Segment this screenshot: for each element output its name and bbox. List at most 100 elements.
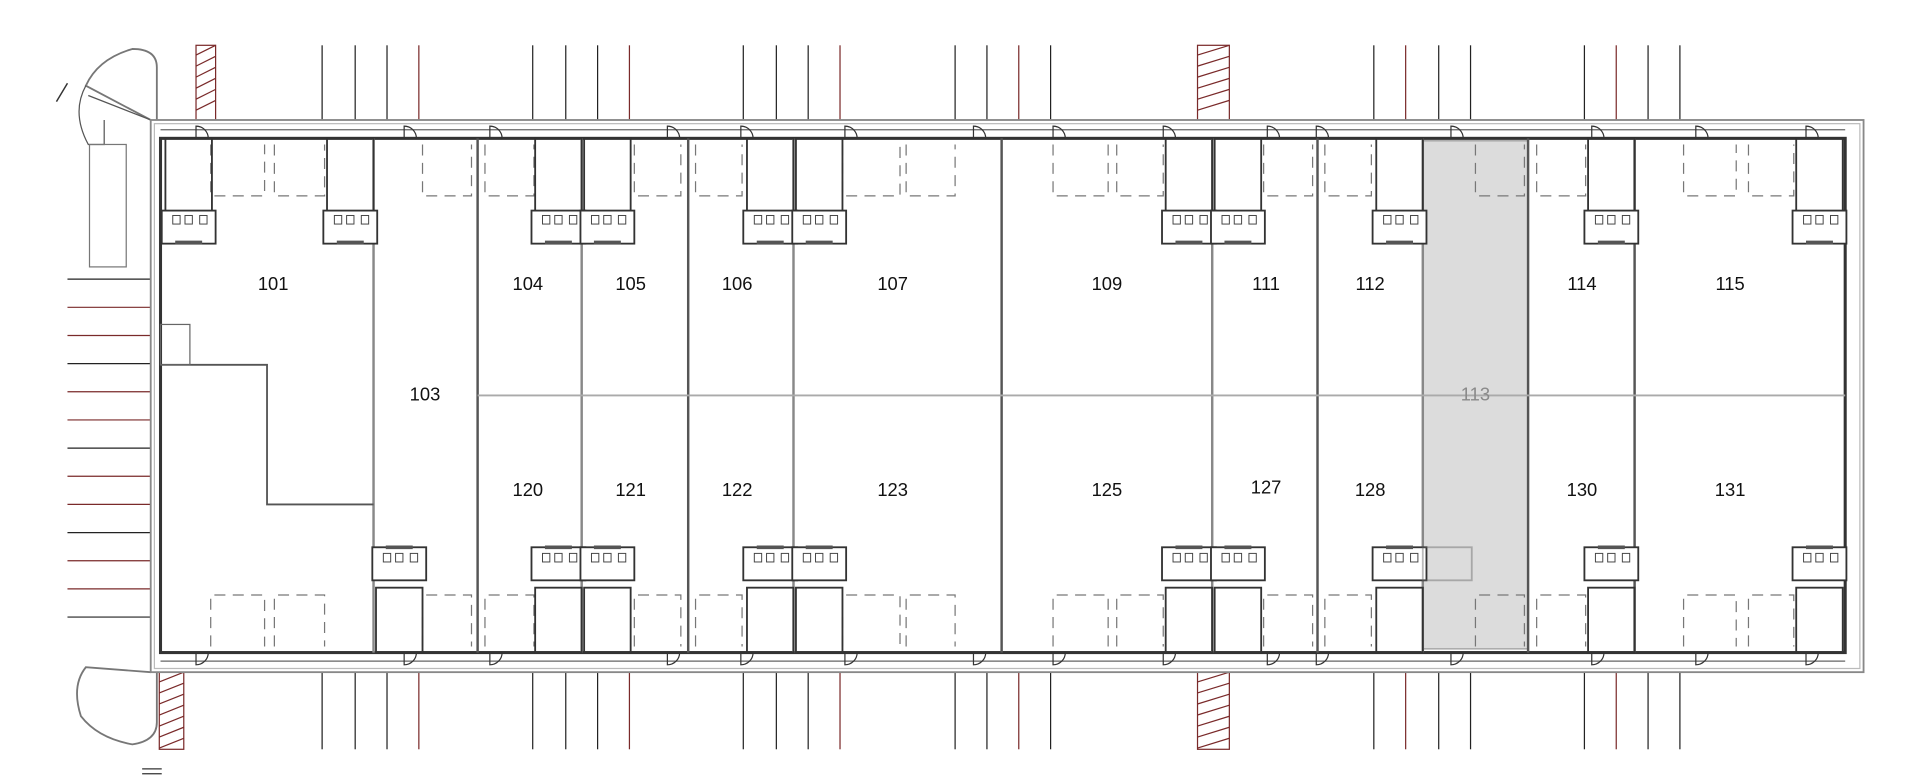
restroom [1421, 546, 1473, 582]
hatch-line [1197, 715, 1230, 727]
fixture-icon [780, 552, 790, 563]
restroom-core-north [322, 137, 379, 245]
unit-label-130[interactable]: 130 [1567, 479, 1598, 500]
fixture-icon [590, 552, 600, 563]
hatch-line [159, 693, 185, 705]
fixture-icon [199, 214, 208, 225]
hatch-line [159, 704, 185, 716]
bay-outline-north [210, 144, 266, 197]
unit-label-122[interactable]: 122 [722, 479, 753, 500]
unit-label-114[interactable]: 114 [1567, 273, 1596, 294]
north-west-vestibule [88, 143, 127, 268]
bay-outline-south [1682, 594, 1737, 647]
bay-outline-south [1324, 594, 1372, 647]
unit-label-111[interactable]: 111 [1252, 273, 1280, 294]
storage-room [795, 586, 844, 654]
unit-label-112[interactable]: 112 [1356, 273, 1385, 294]
fixture-icon [1621, 214, 1631, 225]
unit-label-128[interactable]: 128 [1355, 479, 1386, 500]
unit-label-113[interactable]: 113 [1461, 383, 1490, 404]
fixture-icon [554, 552, 563, 563]
fixture-icon [780, 214, 790, 225]
fixture-icon [815, 552, 824, 563]
hatch-line [1197, 693, 1230, 705]
bay-outline-north [1682, 144, 1737, 197]
bay-outline-south [1263, 594, 1314, 647]
door-north [1266, 125, 1281, 139]
fixture-icon [753, 214, 763, 225]
storage-room [1375, 586, 1424, 654]
fixture-icon [1815, 552, 1824, 563]
storage-room [1213, 586, 1263, 654]
storage-room [583, 586, 632, 654]
unit-label-115[interactable]: 115 [1715, 273, 1744, 294]
fixture-icon [1607, 552, 1616, 563]
bay-outline-north [694, 144, 743, 197]
hatch-line [159, 671, 185, 683]
hatch-line [195, 66, 216, 78]
hatch-line [1197, 44, 1230, 56]
hatch-line [195, 99, 216, 111]
door-south [195, 652, 209, 666]
fixture-icon [590, 214, 600, 225]
fixture-icon [1383, 552, 1392, 563]
bay-outline-south [1747, 594, 1795, 647]
hatch-line [1197, 682, 1230, 694]
unit-label-106[interactable]: 106 [722, 273, 753, 294]
restroom [1371, 546, 1428, 582]
storage-room [534, 586, 583, 654]
hatch-line [195, 88, 216, 100]
hatch-line [1197, 99, 1230, 111]
door-south [489, 652, 503, 666]
fixture-icon [1199, 552, 1208, 563]
door-north [844, 125, 858, 139]
unit-label-104[interactable]: 104 [512, 273, 543, 294]
fixture-icon [766, 214, 775, 225]
fixture-icon [1233, 552, 1243, 563]
bay-outline-north [421, 144, 473, 197]
unit-label-125[interactable]: 125 [1092, 479, 1123, 500]
storage-room [1164, 586, 1214, 654]
unit-label-123[interactable]: 123 [877, 479, 908, 500]
unit-label-109[interactable]: 109 [1092, 273, 1123, 294]
unit-label-121[interactable]: 121 [615, 479, 646, 500]
restroom-core-north [791, 137, 848, 245]
fixture-icon [1410, 214, 1419, 225]
restroom [530, 546, 587, 582]
fixture-icon [360, 214, 370, 225]
door-south [403, 652, 418, 666]
unit-label-120[interactable]: 120 [512, 479, 543, 500]
bay-outline-south [210, 594, 266, 647]
unit-label-101[interactable]: 101 [258, 273, 289, 294]
restroom-core-south [742, 545, 799, 654]
fixture-icon [184, 214, 193, 225]
bay-outline-south [633, 594, 682, 647]
fixture-icon [1184, 214, 1194, 225]
hatch-line [1197, 737, 1230, 749]
hatch-line [159, 737, 185, 749]
unit-label-131[interactable]: 131 [1715, 479, 1746, 500]
hatch-line [195, 55, 216, 67]
unit-label-105[interactable]: 105 [615, 273, 646, 294]
bay-outline-north [1536, 144, 1587, 197]
fixture-icon [395, 552, 404, 563]
fixture-icon [1383, 214, 1392, 225]
door-north [1315, 125, 1330, 139]
hatch-line [195, 44, 216, 56]
fixture-icon [1830, 214, 1839, 225]
parking-stripes [67, 44, 1681, 750]
unit-label-127[interactable]: 127 [1251, 476, 1282, 497]
fixture-icon [1410, 552, 1419, 563]
fixture-icon [1221, 552, 1230, 563]
unit-label-107[interactable]: 107 [877, 273, 908, 294]
door-south [1315, 652, 1330, 666]
storage-room [1587, 586, 1636, 654]
unit-label-103[interactable]: 103 [410, 383, 441, 404]
fixture-icon [1815, 214, 1824, 225]
bay-outline-north [905, 144, 956, 197]
bay-outline-north [1263, 144, 1314, 197]
door-south [666, 652, 681, 666]
door-south [972, 652, 987, 666]
hatch-line [1197, 66, 1230, 78]
fixture-icon [172, 214, 181, 225]
